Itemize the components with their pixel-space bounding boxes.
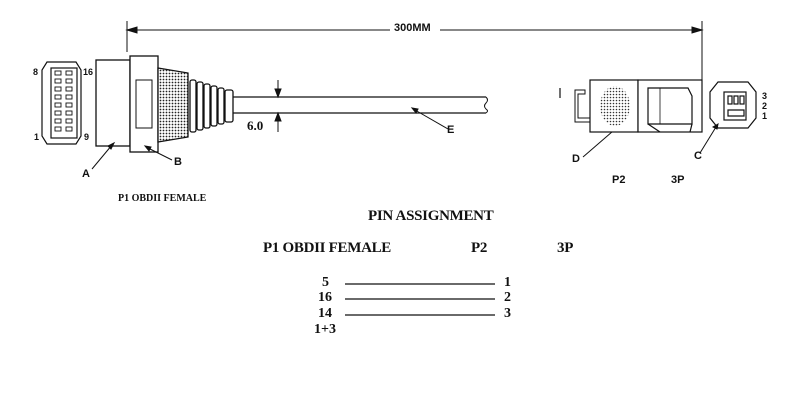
p1-pin-label-bottom-right: 9 [84,132,90,142]
p1-pin-label-top-left: 8 [33,67,39,77]
pin-wires [345,283,495,316]
p2-caption-type: 3P [671,174,685,186]
pin-row-3-p1: 14 [318,306,332,321]
pin-assignment-mid-header: P2 [471,240,488,256]
pin-row-4-p1: 1+3 [314,322,336,337]
pin-row-2-p1: 16 [318,290,332,305]
pin-row-2-p2: 2 [504,290,511,305]
diameter-dimension [274,80,282,132]
obd-connector-body [95,55,234,153]
pin-row-3-p2: 3 [504,306,511,321]
pin-assignment-left-header: P1 OBDII FEMALE [263,240,392,256]
pin-assignment-right-header: 3P [557,240,574,256]
length-dimension [125,21,704,82]
obd-face-view [41,61,82,145]
cable [233,96,488,114]
pin-assignment-title: PIN ASSIGNMENT [368,208,494,224]
p1-pin-label-top-right: 16 [83,67,94,77]
callout-a: A [82,168,90,180]
p2-connector [559,79,703,133]
callout-e: E [447,124,455,136]
callout-d: D [572,153,580,165]
p2-face-view [709,81,757,129]
pin-row-1-p2: 1 [504,275,511,290]
callout-b: B [174,156,182,168]
p2-pin-number-2: 2 [762,101,768,111]
diameter-label: 6.0 [247,118,264,133]
length-label: 300MM [394,22,431,34]
pin-row-1-p1: 5 [322,275,329,290]
p2-pin-number-3: 3 [762,91,768,101]
p1-caption: P1 OBDII FEMALE [118,193,207,204]
p2-pin-number-1: 1 [762,111,768,121]
p2-caption-name: P2 [612,174,626,186]
callout-c: C [694,150,702,162]
p1-pin-label-bottom-left: 1 [34,132,40,142]
